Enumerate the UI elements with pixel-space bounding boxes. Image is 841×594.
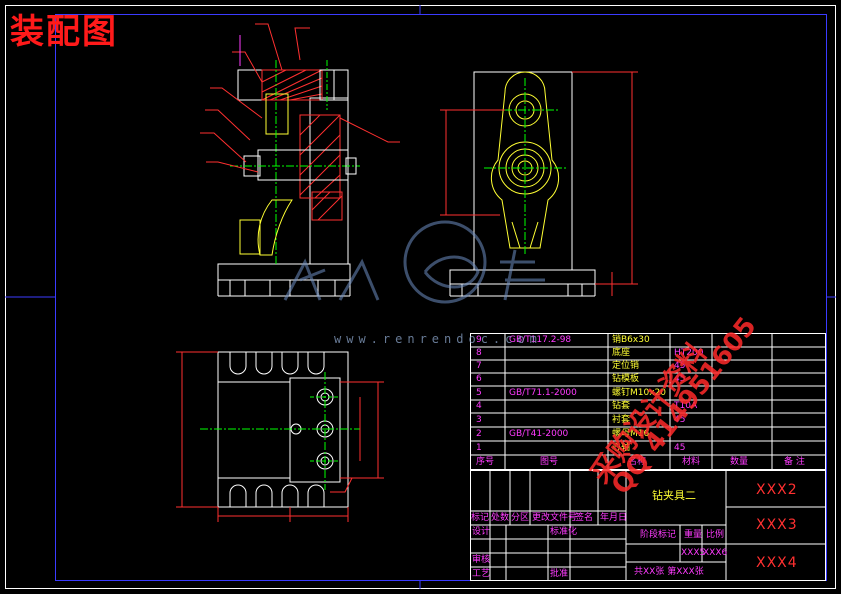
bom-row-4-no: 4 [476, 401, 482, 411]
tb-standard-label: 标准化 [550, 527, 578, 537]
bom-row-7-name: 定位销 [612, 361, 640, 371]
bom-row-4-name: 钻套 [612, 401, 631, 411]
tb-code-1: XXX2 [756, 482, 798, 498]
outer-frame [5, 5, 836, 589]
tb-weight-value: XXX5 [681, 548, 706, 558]
tb-designer-label: 设计 [472, 527, 491, 537]
bom-row-8-no: 8 [476, 348, 482, 358]
tb-change-doc-label: 更改文件号 [532, 513, 578, 523]
tb-stage-label: 阶段标记 [640, 530, 677, 540]
tb-code-2: XXX3 [756, 517, 798, 533]
tb-scale-value: XXX6 [703, 548, 728, 558]
front-section-view [200, 23, 400, 297]
tb-sheets-text: 共XX张 第XXX张 [634, 567, 704, 577]
bom-row-8-name: 底座 [612, 348, 631, 358]
bom-header-code: 图号 [540, 457, 559, 467]
tb-count-label: 处数 [491, 513, 510, 523]
tb-weight-label: 重量 [684, 530, 703, 540]
bom-row-6-material: 45 [674, 374, 686, 384]
bom-row-7-material: 45 [674, 361, 686, 371]
inner-frame [55, 14, 827, 581]
tb-signature-label: 签名 [575, 513, 594, 523]
bom-row-3-name: 衬套 [612, 415, 631, 425]
bom-header-remark: 备 注 [784, 457, 805, 467]
title-block-grid [470, 470, 826, 581]
bom-row-2-no: 2 [476, 429, 482, 439]
bom-row-5-no: 5 [476, 388, 482, 398]
top-view [176, 351, 384, 522]
tb-code-3: XXX4 [756, 555, 798, 571]
watermark-site: www.renrendoc.com [334, 332, 542, 346]
bom-row-1-no: 1 [476, 443, 482, 453]
bom-header-material: 材料 [682, 457, 701, 467]
watermark-logo [283, 220, 545, 304]
bom-row-6-no: 6 [476, 374, 482, 384]
bom-row-9-code: GB/T117.2-98 [509, 335, 572, 345]
tb-process-label: 工艺 [472, 569, 491, 579]
bom-row-5-code: GB/T71.1-2000 [509, 388, 577, 398]
bom-row-1-material: 45 [674, 443, 686, 453]
bom-row-3-material: 45 [674, 415, 686, 425]
bom-header-qty: 数量 [730, 457, 749, 467]
bom-row-9-no: 9 [476, 335, 482, 345]
bom-row-5-name: 螺钉M10x20 [612, 388, 666, 398]
bom-row-4-material: T10A [674, 401, 698, 411]
bom-header-no: 序号 [476, 457, 495, 467]
bom-row-6-name: 钻模板 [612, 374, 640, 384]
tb-drawing-name: 钻夹具二 [652, 489, 696, 502]
bom-row-1-name: 心轴 [612, 443, 631, 453]
bom-table-grid [470, 333, 826, 470]
bom-row-7-no: 7 [476, 361, 482, 371]
bom-row-8-material: HT200 [674, 348, 704, 358]
bom-row-9-name: 销B6x30 [612, 335, 650, 345]
bom-row-3-no: 3 [476, 415, 482, 425]
bom-row-2-name: 螺母M16 [612, 429, 650, 439]
tb-date-label: 年月日 [600, 513, 628, 523]
bom-header-name: 名称 [628, 457, 647, 467]
tb-checker-label: 审核 [472, 555, 491, 565]
tb-approve-label: 批准 [550, 569, 569, 579]
sheet-title: 装配图 [10, 12, 118, 52]
tb-scale-label: 比例 [706, 530, 725, 540]
bom-row-2-code: GB/T41-2000 [509, 429, 569, 439]
tb-marks-label: 标记 [471, 513, 490, 523]
tb-zone-label: 分区 [511, 513, 530, 523]
